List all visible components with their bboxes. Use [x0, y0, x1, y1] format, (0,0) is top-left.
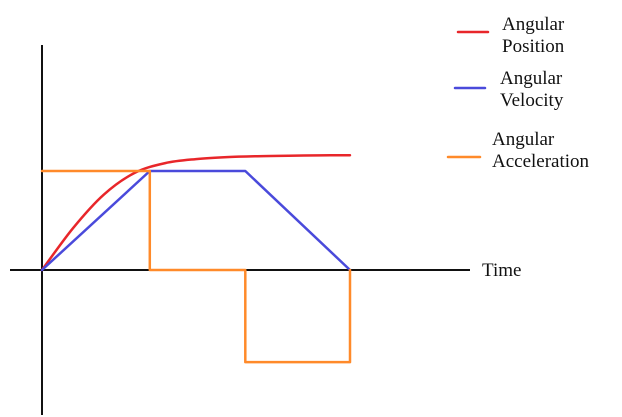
legend-item-angular-velocity: Angular Velocity: [453, 68, 567, 111]
series-line-angular-position: [40, 153, 352, 272]
legend-label-line: Angular: [500, 68, 563, 89]
series-line-angular-acceleration: [40, 169, 352, 364]
legend-label-angular-acceleration: Angular Acceleration: [492, 129, 590, 172]
legend: Angular Position Angular Velocity Angula…: [446, 14, 590, 172]
legend-label-line: Acceleration: [492, 151, 590, 172]
legend-label-angular-velocity: Angular Velocity: [500, 68, 567, 111]
series-line-angular-velocity: [40, 169, 352, 272]
legend-label-line: Velocity: [500, 90, 564, 111]
x-axis-label: Time: [482, 260, 521, 281]
legend-item-angular-acceleration: Angular Acceleration: [446, 129, 590, 172]
series-layer: [40, 153, 352, 364]
legend-item-angular-position: Angular Position: [456, 14, 569, 57]
axes: Time: [10, 45, 521, 415]
legend-label-line: Position: [502, 36, 565, 57]
legend-label-line: Angular: [502, 14, 565, 35]
legend-label-angular-position: Angular Position: [502, 14, 569, 57]
legend-label-line: Angular: [492, 129, 555, 150]
